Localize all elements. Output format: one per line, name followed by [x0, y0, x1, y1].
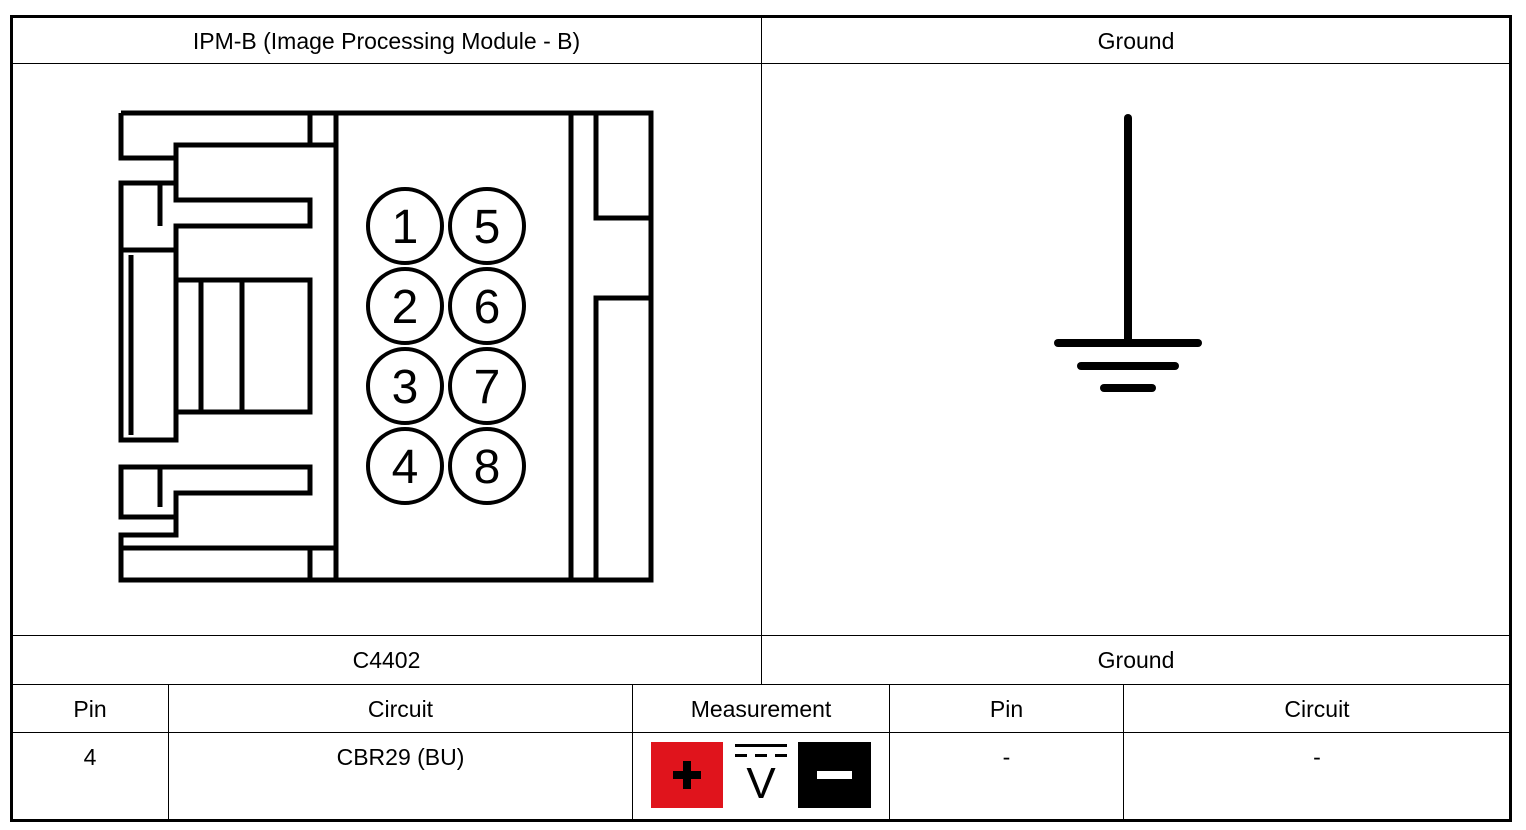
column-header-ground-pin: Pin: [989, 696, 1024, 722]
pin-number: 8: [474, 441, 501, 494]
right-rail: [593, 113, 651, 221]
column-header-circuit: Circuit: [367, 696, 434, 722]
pin-circle: [448, 187, 526, 265]
ground-icon: [1054, 114, 1202, 392]
pin-circle: [366, 267, 444, 345]
table-cell-ground-circuit: -: [1313, 744, 1321, 770]
pin-number: 6: [474, 281, 501, 334]
pin-array: [366, 187, 526, 505]
dc-voltage-icon: V: [733, 742, 789, 808]
table-cell-ground-pin: -: [1002, 744, 1011, 770]
upper-latch: [118, 113, 334, 253]
pin-number: 3: [392, 361, 419, 414]
positive-probe-icon: [651, 742, 723, 808]
table-cell-pin: 4: [83, 744, 97, 770]
pin-circle: [448, 267, 526, 345]
column-header-pin: Pin: [73, 696, 107, 722]
module-title: IPM-B (Image Processing Module - B): [192, 28, 581, 54]
ground-connector-id: Ground: [1097, 647, 1175, 673]
left-latch: [118, 250, 179, 443]
divider: [12, 732, 1510, 733]
pin-number: 4: [392, 441, 419, 494]
pin-circle: [448, 347, 526, 425]
diagram-frame: [10, 15, 1512, 822]
pin-circle: [366, 187, 444, 265]
table-cell-circuit: CBR29 (BU): [336, 744, 465, 770]
column-header-ground-circuit: Circuit: [1284, 696, 1350, 722]
connector-diagram: 1 5 2 6 3 7 4 8: [118, 110, 654, 583]
divider: [761, 17, 762, 684]
connector-id: C4402: [352, 647, 421, 673]
pin-number: 5: [474, 201, 501, 254]
divider: [632, 684, 633, 820]
pin-number: 1: [392, 201, 419, 254]
divider: [168, 684, 169, 820]
voltmeter-symbol: V: [746, 759, 776, 808]
right-rail: [593, 295, 651, 580]
pin-circle: [366, 427, 444, 505]
divider: [12, 684, 1510, 685]
divider: [1123, 684, 1124, 820]
negative-probe-icon: [798, 742, 871, 808]
pin-circle: [366, 347, 444, 425]
divider: [889, 684, 890, 820]
column-header-measurement: Measurement: [690, 696, 832, 722]
ground-title: Ground: [1097, 28, 1175, 54]
connector-housing: [118, 110, 654, 583]
pin-number: 7: [474, 361, 501, 414]
pin-number: 2: [392, 281, 419, 334]
pin-circle: [448, 427, 526, 505]
